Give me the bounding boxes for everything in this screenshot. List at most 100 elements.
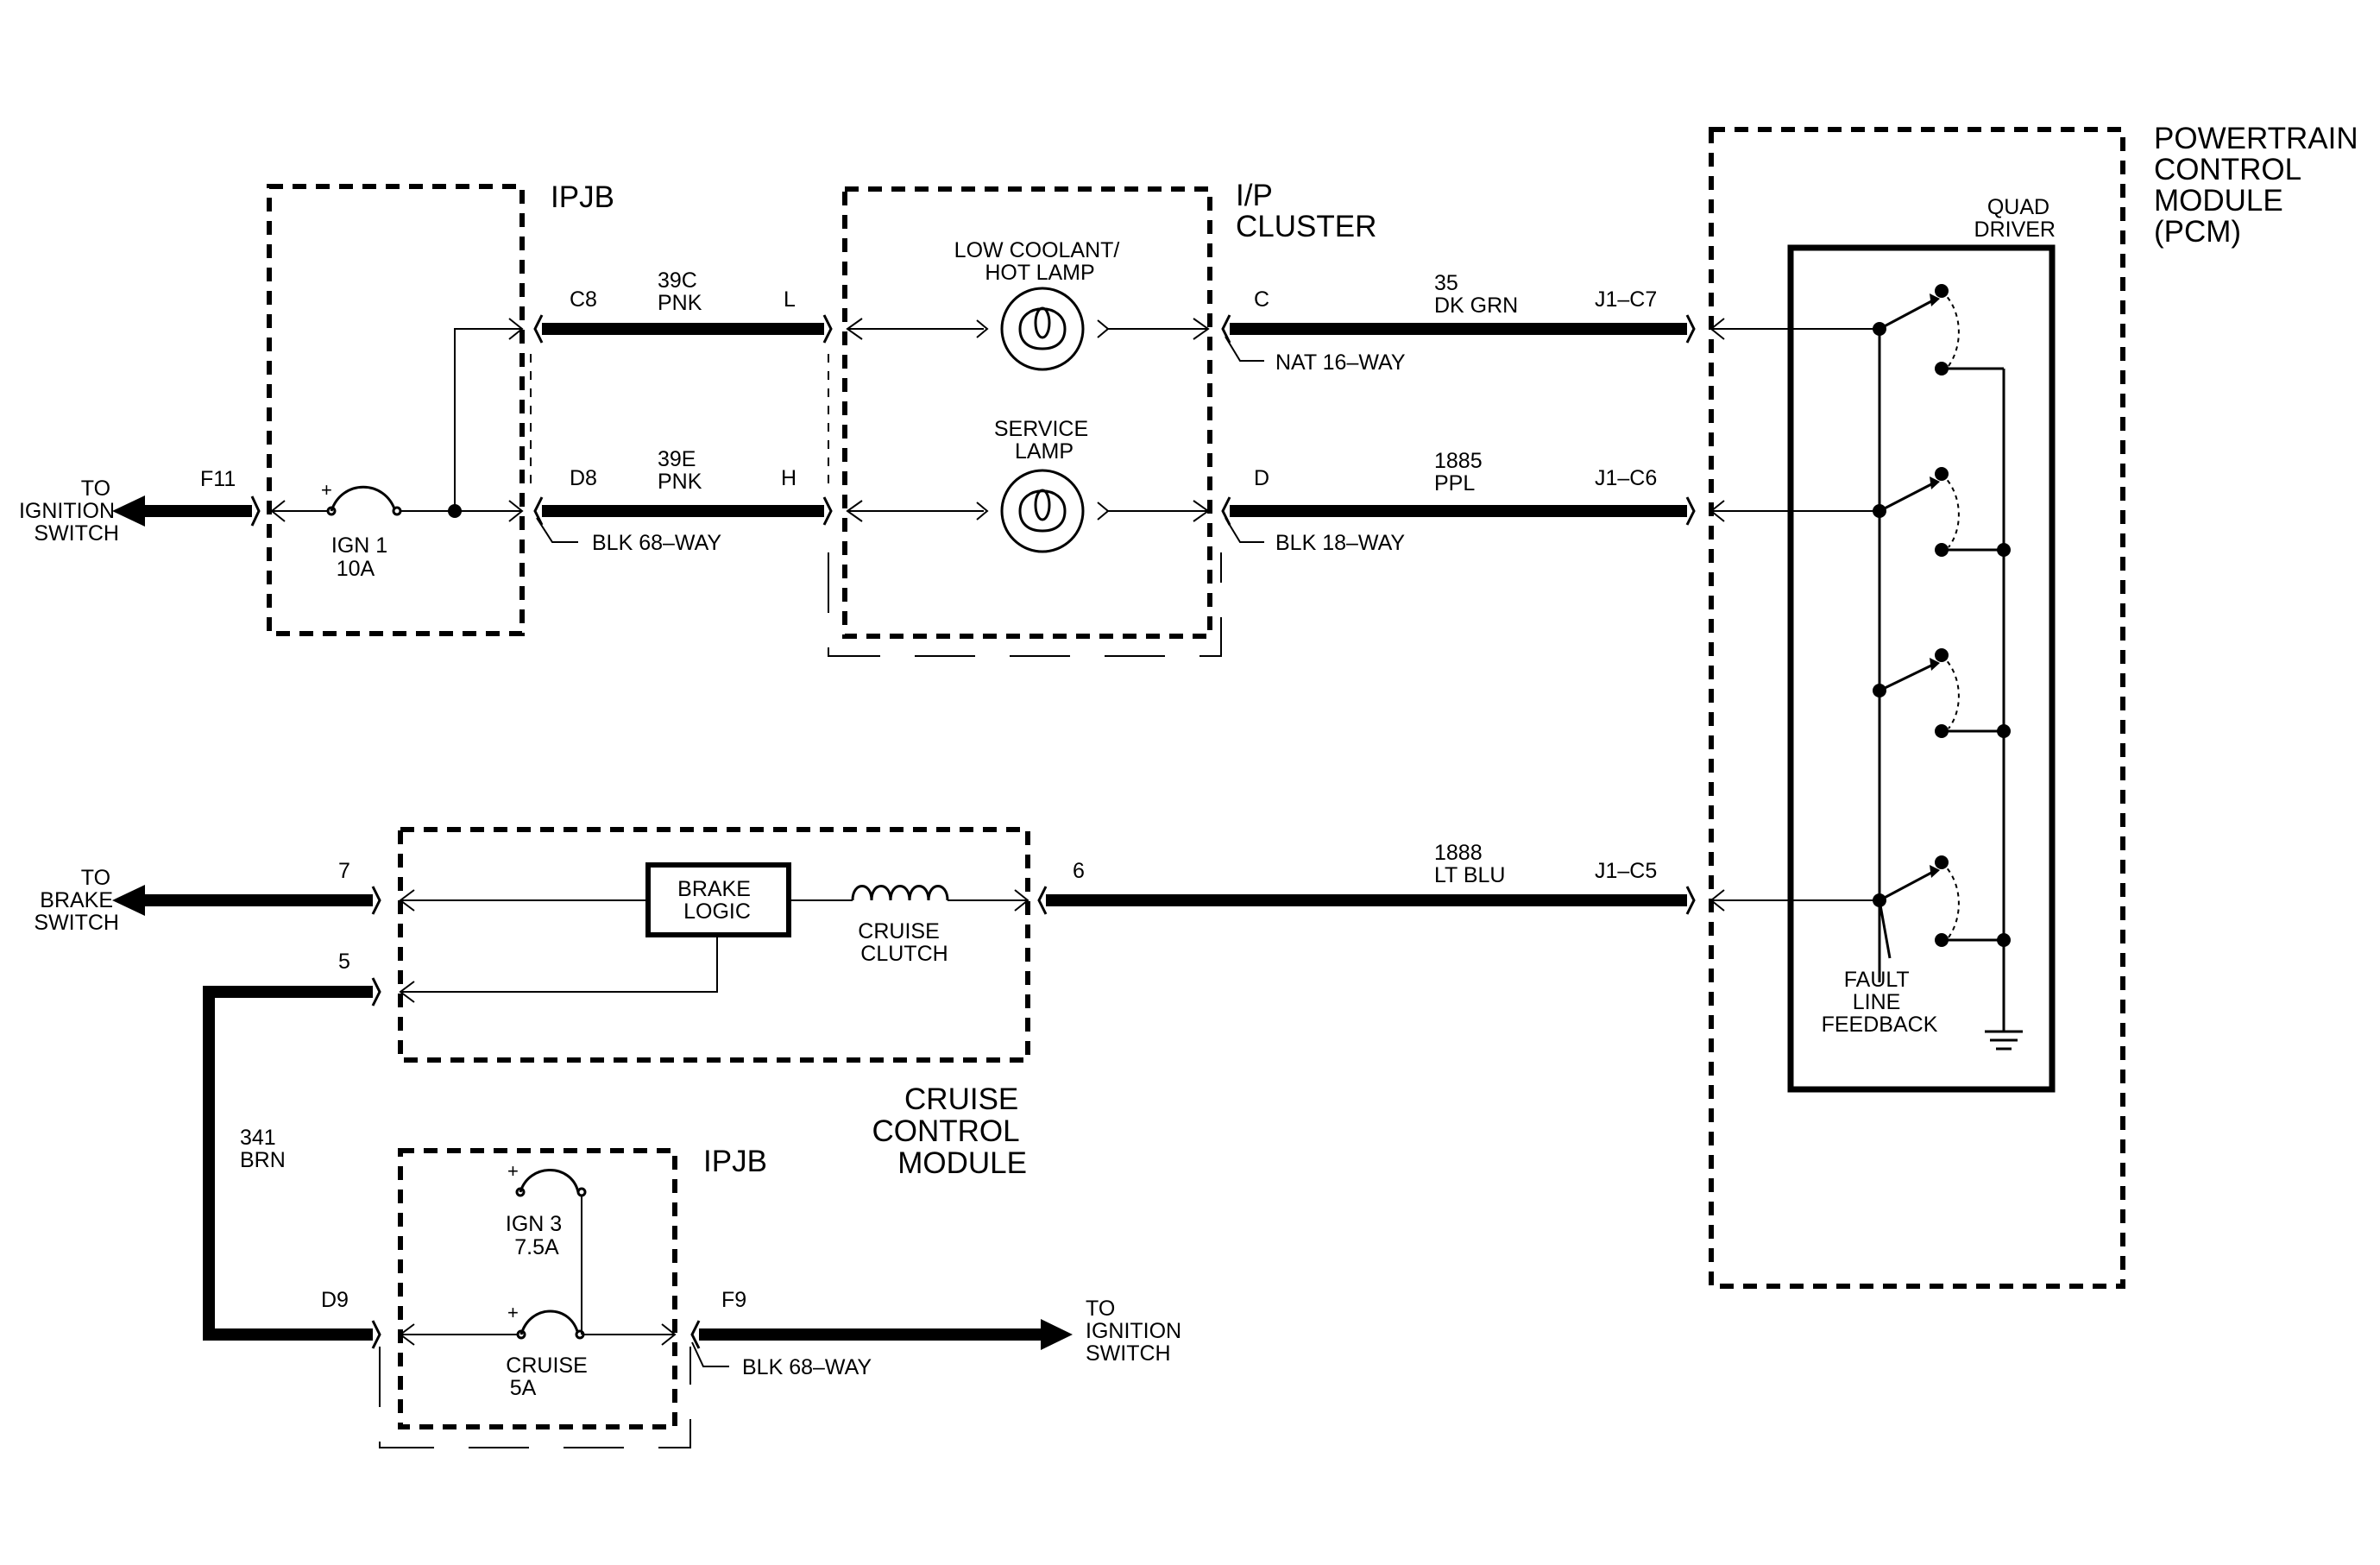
pin-d: D bbox=[1254, 466, 1269, 490]
ign1-fuse-icon bbox=[330, 485, 397, 512]
connector-blk68-bottom: BLK 68–WAY bbox=[742, 1355, 872, 1379]
pcm-box bbox=[1709, 127, 2125, 1289]
connector-l bbox=[822, 314, 833, 344]
ipjb-top-title: IPJB bbox=[551, 180, 614, 214]
connector-5-inner bbox=[399, 981, 415, 1003]
ipjb-top-box bbox=[267, 184, 525, 636]
ground-node-3 bbox=[1997, 724, 2011, 738]
lamp1-out-connector bbox=[1193, 318, 1210, 340]
driver-switch-1 bbox=[1879, 284, 1960, 375]
connector-blk18-leader bbox=[1225, 517, 1264, 543]
connector-h bbox=[822, 496, 833, 526]
ip-cluster-connector-bracket bbox=[828, 552, 1222, 657]
pcm-title: POWERTRAIN CONTROL MODULE (PCM) bbox=[2154, 122, 2366, 249]
connector-c8 bbox=[533, 314, 544, 344]
connector-f9 bbox=[690, 1320, 701, 1349]
ignition-top-arrow bbox=[112, 495, 145, 527]
pin-6: 6 bbox=[1073, 859, 1085, 883]
pin-c: C bbox=[1254, 287, 1269, 312]
wire-1888-label: 1888 LT BLU bbox=[1434, 841, 1505, 887]
lamp2-out-arrow bbox=[1097, 502, 1110, 521]
pin-h: H bbox=[781, 466, 796, 490]
wire-39c-label: 39C PNK bbox=[658, 268, 703, 315]
connector-d8-ipjb-side bbox=[508, 500, 524, 522]
connector-j1c7 bbox=[1685, 314, 1696, 344]
ign3-fuse-label: IGN 3 7.5A bbox=[506, 1212, 568, 1259]
quad-driver-title: QUAD DRIVER bbox=[1974, 195, 2056, 242]
lamp1-label: LOW COOLANT/ HOT LAMP bbox=[954, 238, 1126, 285]
clutch-output-arrow bbox=[1014, 889, 1029, 912]
pin-f9: F9 bbox=[721, 1288, 746, 1312]
wire-341 bbox=[203, 986, 373, 1341]
pin-j1c7: J1–C7 bbox=[1595, 287, 1657, 312]
ipjb-bottom-connector-bracket bbox=[379, 1347, 691, 1448]
ignition-top-label: TO IGNITION SWITCH bbox=[19, 476, 121, 546]
ip-cluster-box bbox=[842, 186, 1212, 639]
connector-5 bbox=[371, 977, 381, 1007]
connector-j1c6 bbox=[1685, 496, 1696, 526]
pin-5: 5 bbox=[338, 950, 350, 974]
pin-f11: F11 bbox=[200, 467, 236, 491]
wire-35-label: 35 DK GRN bbox=[1434, 271, 1518, 318]
ign1-riser-wire bbox=[454, 328, 522, 511]
cruise-clutch-label: CRUISE CLUTCH bbox=[858, 919, 948, 966]
pin-c8: C8 bbox=[570, 287, 597, 312]
ign3-fuse-plus: + bbox=[507, 1160, 519, 1182]
lamp2-in-arrow bbox=[976, 502, 989, 521]
cruise-fuse-label: CRUISE 5A bbox=[506, 1354, 593, 1400]
connector-blk68-bottom-leader bbox=[691, 1341, 729, 1367]
brake-logic-5-wire bbox=[400, 935, 718, 993]
pin-d9: D9 bbox=[321, 1288, 349, 1312]
connector-d9 bbox=[371, 1320, 381, 1349]
driver-switch-2 bbox=[1879, 467, 1960, 557]
wire-341-label: 341 BRN bbox=[240, 1126, 286, 1172]
ign1-fuse-terminal-right bbox=[392, 506, 402, 516]
brake-logic-label: BRAKE LOGIC bbox=[677, 877, 757, 924]
cruise-module-title: CRUISE CONTROL MODULE bbox=[872, 1082, 1027, 1180]
cruise-clutch-coil-icon bbox=[851, 885, 949, 901]
ground-node-4 bbox=[1997, 933, 2011, 947]
lamp1-filament bbox=[1018, 307, 1067, 350]
driver-switch-4 bbox=[1879, 855, 1960, 947]
quad-driver-box bbox=[1787, 244, 2056, 1093]
ipjb-bottom-box bbox=[398, 1148, 677, 1429]
connector-blk68-top: BLK 68–WAY bbox=[592, 531, 721, 555]
connector-j1c5 bbox=[1685, 886, 1696, 915]
connector-d8 bbox=[533, 496, 544, 526]
driver-switch-3 bbox=[1879, 648, 1960, 738]
ignition-bottom-label: TO IGNITION SWITCH bbox=[1086, 1297, 1187, 1366]
connector-f9-inner bbox=[661, 1323, 677, 1346]
ipjb-bottom-title: IPJB bbox=[703, 1145, 767, 1178]
wire-1885-label: 1885 PPL bbox=[1434, 449, 1489, 495]
quad-driver-inputs bbox=[1709, 318, 1879, 912]
connector-nat16-leader bbox=[1225, 336, 1264, 362]
lamp2-bulb-inner bbox=[1034, 489, 1051, 521]
cruise-module-box bbox=[398, 827, 1030, 1063]
ign3-fuse-icon bbox=[519, 1169, 580, 1193]
connector-7 bbox=[371, 886, 381, 915]
lamp1-in-arrow bbox=[976, 319, 989, 338]
ip-cluster-title: I/P CLUSTER bbox=[1236, 179, 1376, 243]
connector-f11-inner bbox=[270, 500, 286, 522]
ign3-fuse-terminal-right bbox=[576, 1187, 587, 1197]
lamp2-label: SERVICE LAMP bbox=[994, 417, 1094, 464]
ignition-bottom-arrow bbox=[1041, 1319, 1073, 1350]
cruise-fuse-icon bbox=[519, 1309, 580, 1335]
ign1-fuse-label: IGN 1 10A bbox=[331, 533, 394, 581]
brake-switch-arrow bbox=[112, 885, 145, 916]
pin-j1c6: J1–C6 bbox=[1595, 466, 1657, 490]
ign1-plus: + bbox=[321, 479, 332, 501]
connector-c8-ipjb-side bbox=[508, 318, 524, 340]
pin-7: 7 bbox=[338, 859, 350, 883]
lamp2-filament bbox=[1018, 489, 1067, 533]
ground-icon bbox=[1985, 1030, 2023, 1051]
wire-39e-label: 39E PNK bbox=[658, 447, 702, 494]
connector-c bbox=[1221, 314, 1231, 344]
brake-switch-label: TO BRAKE SWITCH bbox=[34, 866, 119, 935]
connector-f11 bbox=[250, 495, 261, 527]
lamp1-bulb-inner bbox=[1034, 306, 1051, 339]
connector-blk18: BLK 18–WAY bbox=[1275, 531, 1405, 555]
lamp1-bulb-icon bbox=[1000, 287, 1085, 371]
ground-node-2 bbox=[1997, 543, 2011, 557]
